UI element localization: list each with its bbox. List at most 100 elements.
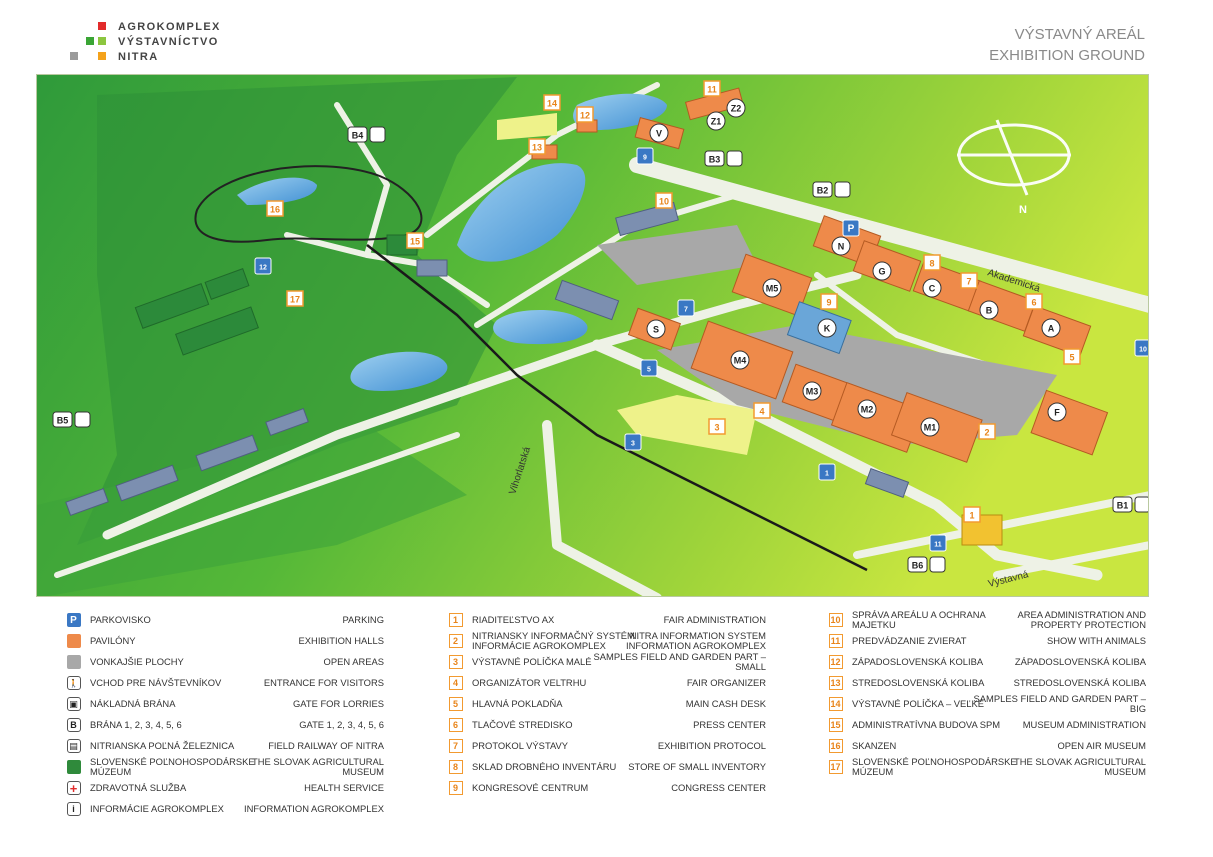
legend-label-sk: PARKOVISKO [90,614,151,625]
legend-label-en: AREA ADMINISTRATION AND PROPERTY PROTECT… [1017,609,1147,630]
poi-marker-4[interactable]: 4 [753,402,771,419]
poi-marker-10[interactable]: 10 [655,192,673,209]
legend-icon-slot: i [66,802,81,817]
poi-marker-17[interactable]: 17 [286,290,304,307]
poi-marker-label: 8 [929,259,934,269]
service-buildings [65,201,910,517]
gate-marker-b6[interactable]: B6 [907,556,946,573]
poi-marker-label: 16 [270,205,280,215]
legend-label-sk: ZDRAVOTNÁ SLUŽBA [90,782,187,793]
poi-marker-7[interactable]: 7 [960,272,978,289]
legend-label-sk: HLAVNÁ POKLADŇA [472,698,563,709]
poi-marker-label: 12 [580,111,590,121]
hall-marker-f[interactable]: F [1047,402,1067,422]
legend-number-badge: 14 [828,697,843,711]
legend-item: ▣ NÁKLADNÁ BRÁNA GATE FOR LORRIES [66,694,384,714]
legend-label-en: FIELD RAILWAY OF NITRA [268,740,384,751]
legend-label-sk: NÁKLADNÁ BRÁNA [90,698,176,709]
legend-label-sk: KONGRESOVÉ CENTRUM [472,782,589,793]
hall-marker-m1[interactable]: M1 [920,417,940,437]
poi-marker-13[interactable]: 13 [528,138,546,155]
hall-marker-label: M1 [924,423,937,433]
lorry-gate-icon [834,181,851,198]
lorry-gate-icon: ▣ [66,697,81,711]
parking-marker-label: 7 [684,307,688,314]
poi-marker-9[interactable]: 9 [820,293,838,310]
poi-marker-2[interactable]: 2 [978,423,996,440]
legend-number-badge: 9 [448,781,463,795]
hall-marker-b[interactable]: B [979,300,999,320]
hall-marker-z2[interactable]: Z2 [726,98,746,118]
hall-marker-n[interactable]: N [831,236,851,256]
gate-marker-b1[interactable]: B1 [1112,496,1149,513]
legend-label-en: THE SLOVAK AGRICULTURAL MUSEUM [252,756,384,777]
poi-marker-12[interactable]: 12 [576,106,594,123]
hall-marker-label: B [986,306,993,316]
poi-marker-11[interactable]: 11 [703,80,721,97]
hall-marker-m4[interactable]: M4 [730,350,750,370]
hall-marker-a[interactable]: A [1041,318,1061,338]
hall-marker-label: S [653,325,659,335]
parking-marker-p[interactable]: P [842,219,860,237]
logo-square-orange [98,52,106,60]
parking-marker-3[interactable]: 3 [624,433,642,451]
legend-label-en: SAMPLES FIELD AND GARDEN PART – SMALL [593,651,766,672]
poi-marker-15[interactable]: 15 [406,232,424,249]
poi-marker-8[interactable]: 8 [923,254,941,271]
gate-marker-b4[interactable]: B4 [347,126,386,143]
hall-marker-z1[interactable]: Z1 [706,111,726,131]
poi-marker-label: 6 [1031,298,1036,308]
legend-label-sk: SKANZEN [852,740,897,751]
legend-icon-slot: 13 [828,676,843,691]
lake-north [457,163,586,262]
poi-marker-5[interactable]: 5 [1063,348,1081,365]
gate-marker-b5[interactable]: B5 [52,411,91,428]
legend-icon-slot: 4 [448,676,463,691]
hall-marker-m3[interactable]: M3 [802,381,822,401]
hall-marker-s[interactable]: S [646,319,666,339]
hall-marker-g[interactable]: G [872,261,892,281]
logo-square-red [98,22,106,30]
legend-number-badge: 1 [448,613,463,627]
parking-marker-7[interactable]: 7 [677,299,695,317]
gate-marker-b3[interactable]: B3 [704,150,743,167]
parking-marker-11[interactable]: 11 [929,534,947,552]
legend-label-en: GATE FOR LORRIES [293,698,384,709]
poi-marker-14[interactable]: 14 [543,94,561,111]
gate-b-icon: B [66,718,81,732]
gate-marker-b2[interactable]: B2 [812,181,851,198]
poi-marker-6[interactable]: 6 [1025,293,1043,310]
logo-square-lime [98,37,106,45]
hall-marker-label: M5 [766,284,779,294]
hall-marker-v[interactable]: V [649,123,669,143]
poi-marker-label: 13 [532,143,542,153]
hall-marker-m2[interactable]: M2 [857,399,877,419]
parking-marker-12[interactable]: 12 [254,257,272,275]
poi-marker-3[interactable]: 3 [708,418,726,435]
legend-number-badge: 11 [828,634,843,648]
legend-number-badge: 10 [828,613,843,627]
parking-marker-5[interactable]: 5 [640,359,658,377]
lorry-gate-icon [369,126,386,143]
parking-marker-1[interactable]: 1 [818,463,836,481]
hall-marker-label: Z2 [731,104,742,114]
parking-marker-9[interactable]: 9 [636,147,654,165]
parking-marker-10[interactable]: 10 [1134,339,1149,357]
hall-marker-m5[interactable]: M5 [762,278,782,298]
poi-marker-16[interactable]: 16 [266,200,284,217]
gate-marker-label: B2 [817,186,829,196]
legend-label-sk: VÝSTAVNÉ POLÍČKA – VEĽKÉ [852,698,984,709]
hall-marker-c[interactable]: C [922,278,942,298]
hall-marker-label: Z1 [711,117,722,127]
parking-icon: P [66,613,81,627]
hall-marker-k[interactable]: K [817,318,837,338]
poi-marker-1[interactable]: 1 [963,506,981,523]
legend-label-sk: INFORMÁCIE AGROKOMPLEX [90,803,224,814]
poi-marker-label: 11 [707,85,717,95]
